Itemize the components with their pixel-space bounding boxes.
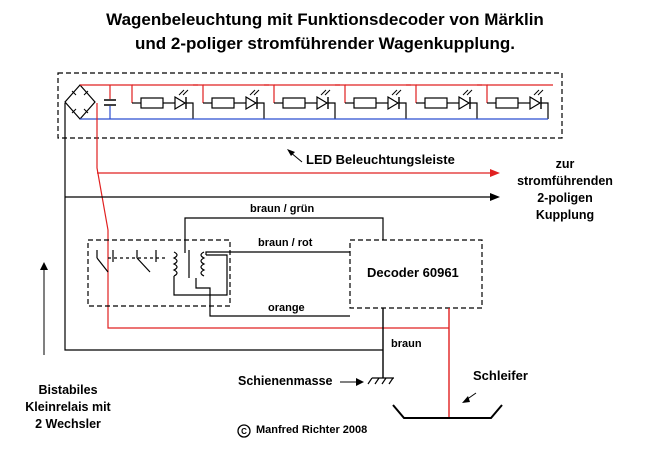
led-ray-b-4 xyxy=(466,89,473,96)
ground-symbol xyxy=(367,377,394,385)
led-ray-a-1 xyxy=(249,89,256,96)
wire-red-supply xyxy=(96,103,449,329)
label-copyright: Manfred Richter 2008 xyxy=(256,424,368,436)
pickup-shoe xyxy=(392,404,503,419)
resistor-1 xyxy=(211,97,235,109)
led-group-supply-2 xyxy=(264,84,275,103)
copyright-c: C xyxy=(241,427,247,436)
relay-line-2: Kleinrelais mit xyxy=(25,400,111,414)
led-1 xyxy=(245,95,258,111)
arrow-led-head xyxy=(287,149,295,156)
arrow-black xyxy=(490,193,500,201)
title-line-1: Wagenbeleuchtung mit Funktionsdecoder vo… xyxy=(106,10,544,29)
label-pickup: Schleifer xyxy=(473,368,528,383)
wire-brown-green xyxy=(184,217,384,253)
led-4 xyxy=(458,95,471,111)
label-wire-brown: braun xyxy=(391,338,422,350)
label-coupling: zur stromführenden 2-poligen Kupplung xyxy=(500,156,630,224)
led-group-supply-5 xyxy=(477,84,488,103)
wire-orange xyxy=(195,278,350,317)
led-ray-b-3 xyxy=(395,89,402,96)
led-ray-b-2 xyxy=(324,89,331,96)
wire-black-return xyxy=(64,103,383,351)
wire-brown-red xyxy=(205,251,350,255)
resistor-3 xyxy=(353,97,377,109)
coupling-line-2: stromführenden xyxy=(517,174,613,188)
led-return-1 xyxy=(257,102,265,119)
coupling-line-1: zur xyxy=(555,157,575,171)
arrow-relay-head xyxy=(40,262,48,270)
label-ground: Schienenmasse xyxy=(238,374,333,388)
led-ray-a-4 xyxy=(462,89,469,96)
wire-relay-link xyxy=(173,254,228,296)
title-line-2: und 2-poliger stromführender Wagenkupplu… xyxy=(135,34,515,53)
label-wire-brown-red: braun / rot xyxy=(258,237,313,249)
resistor-2 xyxy=(282,97,306,109)
resistor-0 xyxy=(140,97,164,109)
led-3 xyxy=(387,95,400,111)
led-group-supply-3 xyxy=(335,84,346,103)
arrow-ground-head xyxy=(356,378,364,386)
relay-contacts xyxy=(96,250,165,273)
led-2 xyxy=(316,95,329,111)
relay-box xyxy=(87,239,231,307)
led-return-3 xyxy=(399,102,407,119)
led-0 xyxy=(174,95,187,111)
label-led-strip: LED Beleuchtungsleiste xyxy=(306,152,455,167)
led-group-supply-1 xyxy=(193,84,204,103)
label-decoder: Decoder 60961 xyxy=(367,265,459,280)
decoder-box xyxy=(349,239,483,309)
relay-line-1: Bistabiles xyxy=(38,383,98,397)
arrow-red xyxy=(490,169,500,177)
coupling-line-4: Kupplung xyxy=(535,208,595,222)
led-group-supply-4 xyxy=(406,84,417,103)
resistor-4 xyxy=(424,97,448,109)
led-ray-b-0 xyxy=(182,89,189,96)
label-wire-orange: orange xyxy=(268,302,305,314)
led-return-4 xyxy=(470,102,478,119)
led-ray-a-5 xyxy=(533,89,540,96)
led-ray-b-1 xyxy=(253,89,260,96)
led-5 xyxy=(529,95,542,111)
led-return-0 xyxy=(186,102,194,119)
relay-coil xyxy=(172,250,206,278)
led-ray-a-2 xyxy=(320,89,327,96)
led-return-2 xyxy=(328,102,336,119)
led-ray-a-3 xyxy=(391,89,398,96)
led-strip-box xyxy=(57,72,563,139)
copyright-symbol xyxy=(237,424,251,438)
capacitor xyxy=(104,85,116,119)
led-group-list xyxy=(122,84,553,120)
led-ray-b-5 xyxy=(537,89,544,96)
resistor-5 xyxy=(495,97,519,109)
coupling-line-3: 2-poligen xyxy=(537,191,593,205)
relay-line-3: 2 Wechsler xyxy=(35,417,101,431)
led-ray-a-0 xyxy=(178,89,185,96)
label-wire-brown-green: braun / grün xyxy=(250,203,315,215)
led-group-supply-0 xyxy=(122,84,133,103)
arrow-pickup-head xyxy=(462,396,470,403)
label-relay: Bistabiles Kleinrelais mit 2 Wechsler xyxy=(8,382,128,433)
rectifier-bridge xyxy=(64,84,96,120)
led-return-5 xyxy=(541,102,549,119)
